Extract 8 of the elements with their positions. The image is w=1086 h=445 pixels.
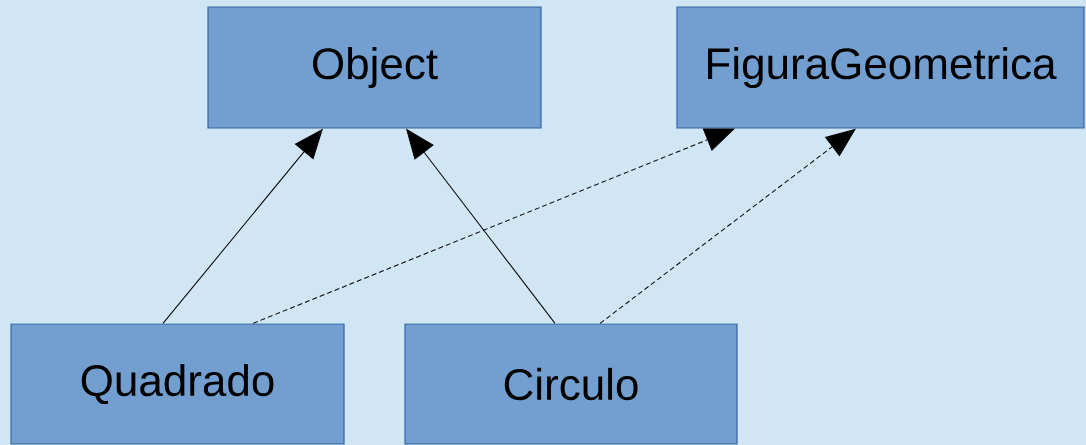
arrow [252,128,735,324]
class-box: FiguraGeometrica [676,6,1085,129]
class-box: Object [207,6,542,129]
class-box: Circulo [404,323,738,445]
class-box: Quadrado [10,323,345,445]
arrow [599,128,856,324]
arrow [162,129,323,324]
arrow [406,129,556,324]
